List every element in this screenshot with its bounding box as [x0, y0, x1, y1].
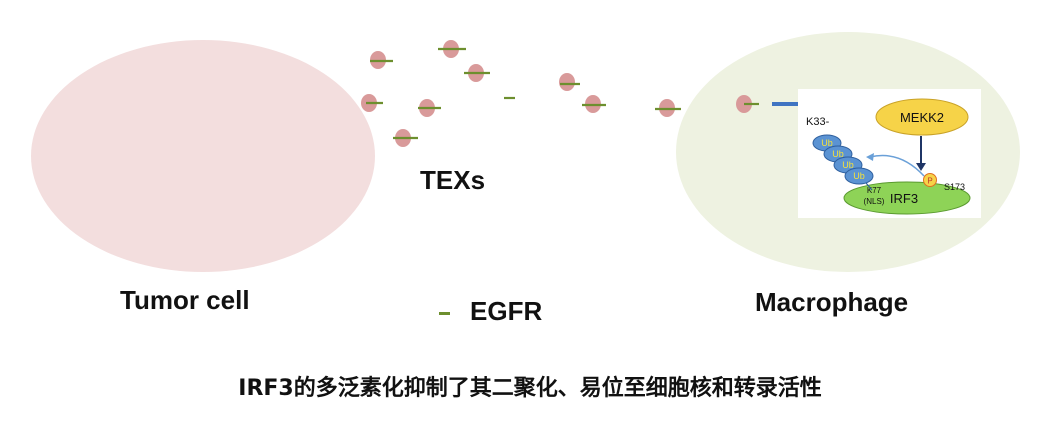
diagram-caption: IRF3的多泛素化抑制了其二聚化、易位至细胞核和转录活性	[238, 376, 822, 401]
mekk2-node	[875, 98, 969, 136]
exosome	[361, 94, 383, 112]
exosome	[370, 51, 393, 69]
exosome-group	[361, 40, 759, 147]
exosome	[418, 99, 441, 117]
tumor-cell-shape	[31, 40, 375, 272]
egfr-legend-label: EGFR	[470, 296, 543, 326]
egfr-legend-mark	[439, 312, 450, 315]
k33-label: K33-	[806, 116, 830, 128]
tumor-cell-label: Tumor cell	[120, 285, 250, 315]
exosome	[438, 40, 466, 58]
exosome	[655, 99, 681, 117]
svg-text:Ub: Ub	[832, 149, 844, 159]
svg-text:Ub: Ub	[842, 160, 854, 170]
exosome	[582, 95, 606, 113]
exosome	[559, 73, 580, 91]
nls-label: (NLS)	[864, 197, 885, 206]
svg-text:Ub: Ub	[853, 171, 865, 181]
irf3-node	[843, 181, 971, 215]
texs-label: TEXs	[420, 165, 486, 195]
signaling-inset: MEKK2 K33- IRF3 K77 (NLS) S173 P Ub Ub U…	[798, 89, 981, 218]
irf3-label: IRF3	[890, 191, 918, 206]
mekk2-label: MEKK2	[900, 110, 944, 125]
s173-label: S173	[944, 182, 965, 192]
ubiquitin-chain: Ub Ub Ub Ub	[812, 134, 874, 191]
exosome	[393, 129, 418, 147]
exosome	[464, 64, 490, 82]
k77-label: K77	[867, 186, 882, 195]
macrophage-label: Macrophage	[755, 287, 909, 317]
phospho-label: P	[927, 177, 932, 186]
svg-text:Ub: Ub	[821, 138, 833, 148]
exosome	[736, 95, 759, 113]
phospho-site	[923, 173, 937, 187]
